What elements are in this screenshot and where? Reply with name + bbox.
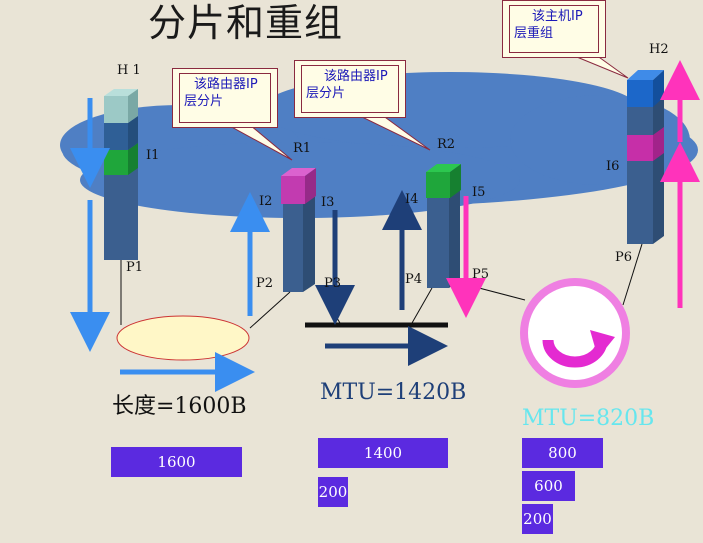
network-lan-ellipse — [116, 315, 250, 361]
label-p4: P4 — [405, 272, 423, 287]
label-i6: I6 — [606, 159, 620, 174]
callout-h2-line2: 层重组 — [514, 26, 554, 41]
callout-h2-line1: 该主机IP — [532, 9, 583, 24]
fragment-box-net3-2: 600 — [522, 471, 575, 501]
network3-mtu: MTU=820B — [522, 406, 655, 431]
host-h1 — [104, 89, 138, 260]
label-i2: I2 — [259, 194, 273, 209]
label-i1: I1 — [146, 148, 160, 163]
label-p2: P2 — [256, 276, 274, 291]
router-r1 — [281, 168, 316, 292]
label-i5: I5 — [472, 185, 486, 200]
fragment-box-net3-3: 200 — [522, 504, 553, 534]
callout-h2-reassemble: 该主机IP 层重组 — [502, 0, 606, 58]
label-p5: P5 — [472, 267, 490, 282]
fragment-box-net3-1: 800 — [522, 438, 603, 468]
label-h2: H2 — [649, 42, 669, 57]
label-p1: P1 — [126, 260, 144, 275]
label-h1: H 1 — [117, 63, 141, 78]
router-r2 — [426, 164, 461, 288]
callout-tail-h2 — [571, 54, 629, 79]
network1-length: 长度=1600B — [112, 394, 247, 419]
host-h2 — [627, 70, 664, 244]
label-i4: I4 — [405, 192, 419, 207]
label-r2: R2 — [437, 137, 456, 152]
callout-r1-line2: 层分片 — [184, 94, 224, 109]
flow-arrows — [70, 60, 700, 392]
label-i3: I3 — [321, 195, 335, 210]
fragment-box-net2-1: 1400 — [318, 438, 448, 468]
callout-r2-line2: 层分片 — [306, 86, 346, 101]
callout-r2-line1: 该路由器IP — [324, 69, 388, 84]
page-title: 分片和重组 — [148, 1, 344, 45]
fragment-box-net1-1: 1600 — [111, 447, 242, 477]
callout-r2-fragment: 该路由器IP 层分片 — [294, 60, 406, 118]
network2-mtu: MTU=1420B — [320, 380, 467, 405]
network-ring — [520, 278, 630, 388]
callout-r1-fragment: 该路由器IP 层分片 — [172, 68, 278, 128]
label-p3: P3 — [324, 276, 342, 291]
fragment-box-net2-2: 200 — [318, 477, 348, 507]
callout-r1-line1: 该路由器IP — [194, 77, 258, 92]
label-r1: R1 — [293, 141, 312, 156]
label-p6: P6 — [615, 250, 633, 265]
